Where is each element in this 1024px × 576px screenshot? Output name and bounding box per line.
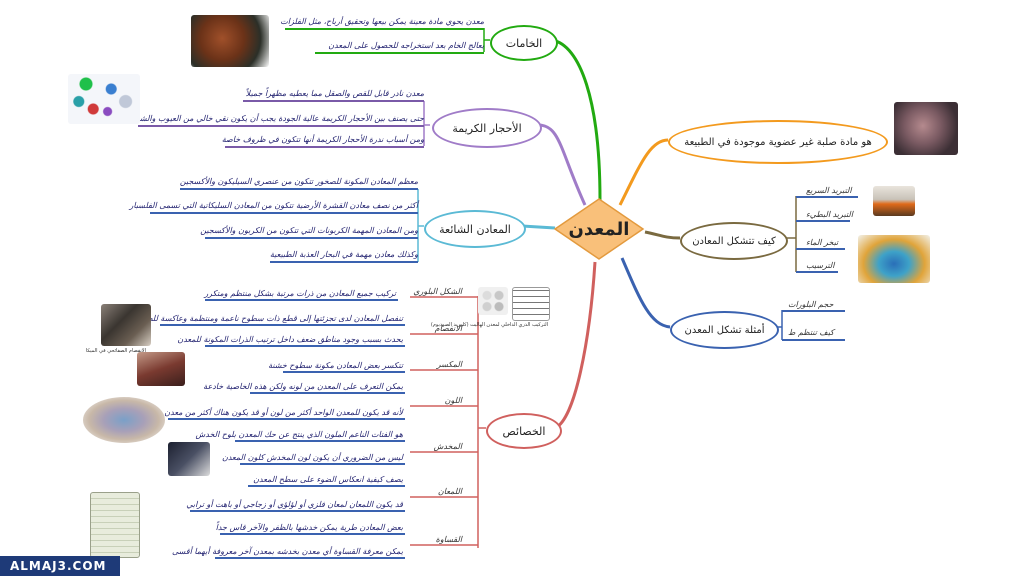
volcano-image <box>873 186 915 216</box>
center-diamond-shape <box>553 198 645 260</box>
branch-node-common[interactable]: المعادن الشائعة <box>424 210 526 248</box>
common-leaf-2: أكثر من نصف معادن القشرة الأرضية تتكون م… <box>129 201 418 210</box>
props-sub-fracture: المكسر <box>436 360 462 369</box>
branch-node-raw[interactable]: الخامات <box>490 25 558 61</box>
branch-label-definition: هو مادة صلبة غير عضوية موجودة في الطبيعة <box>684 136 872 148</box>
branch-definition-connector <box>618 138 669 206</box>
center-node[interactable]: المعدن <box>553 197 645 261</box>
branch-node-formation[interactable]: كيف تتشكل المعادن <box>680 222 788 260</box>
props-leaf-fracture-1: تتكسر بعض المعادن مكونة سطوح خشنة <box>268 361 403 370</box>
common-bracket <box>417 189 424 262</box>
formation-leaf-4: الترسيب <box>806 261 835 270</box>
formation-leaf-1: التبريد السريع <box>806 186 852 195</box>
branch-node-definition[interactable]: هو مادة صلبة غير عضوية موجودة في الطبيعة <box>668 120 888 164</box>
fracture-rock-image <box>137 352 185 386</box>
props-leaf-hardness-2: يمكن معرفة القساوة أي معدن بخدشه بمعدن آ… <box>171 547 403 556</box>
center-label: المعدن <box>568 218 630 240</box>
raw-bracket <box>483 28 490 52</box>
props-leaf-luster-1: يصف كيفية انعكاس الضوء على سطح المعدن <box>253 475 403 484</box>
gems-bracket <box>423 101 430 146</box>
mica-image <box>101 304 151 346</box>
copper-ore-image <box>191 15 269 67</box>
hot-spring-image <box>858 235 930 283</box>
mineral-rock-image <box>894 102 958 155</box>
raw-leaf-2: يعالج الخام بعد استخراجه للحصول على المع… <box>328 41 484 50</box>
examples-leaf-2: كيف تنتظم ط <box>788 328 834 337</box>
site-watermark[interactable]: ALMAJ3.COM <box>0 556 121 576</box>
formation-leaf-2: التبريد البطيء <box>806 210 853 219</box>
raw-leaf-1: معدن يحوي مادة معينة يمكن بيعها وتحقيق أ… <box>280 17 484 26</box>
crystal-caption: التركيب الذري الداخلي لمعدن الهاليت (كلو… <box>430 322 548 328</box>
props-leaf-luster-2: قد يكون اللمعان لمعان فلزي أو لؤلؤي أو ز… <box>186 500 403 509</box>
branch-formation-connector <box>644 230 681 240</box>
props-leaf-color-2: لأنه قد يكون للمعدن الواحد أكثر من لون أ… <box>122 408 403 417</box>
props-sub-cleavage: الانفصام <box>434 324 462 333</box>
branch-node-gems[interactable]: الأحجار الكريمة <box>432 108 542 148</box>
halite-lattice-image <box>512 287 550 321</box>
props-leaf-streak-2: ليس من الضروري أن يكون لون المخدش كلون ا… <box>221 453 403 462</box>
props-sub-hardness: القساوة <box>435 535 462 544</box>
branch-raw-connector <box>551 38 602 201</box>
props-bracket <box>477 296 486 548</box>
colored-minerals-image <box>83 397 165 443</box>
halite-crystal-image <box>478 287 508 315</box>
branch-label-props: الخصائص <box>502 424 546 438</box>
props-sub-crystal: الشكل البلوري <box>413 287 462 296</box>
props-leaf-streak-1: هو الفتات الناعم الملون الذي ينتج عن حك … <box>195 430 404 439</box>
branch-examples-connector <box>620 257 671 329</box>
gems-leaf-3: ومن أسباب ندرة الأحجار الكريمة أنها تتكو… <box>221 135 424 144</box>
gems-leaf-2: حتى يصنف بين الأحجار الكريمة عالية الجود… <box>125 114 424 123</box>
formation-bracket <box>784 196 797 272</box>
props-sub-luster: اللمعان <box>437 487 462 496</box>
branch-node-examples[interactable]: أمثلة تشكل المعدن <box>670 311 779 349</box>
branch-label-raw: الخامات <box>505 36 543 50</box>
props-leaf-crystal-1: تركيب جميع المعادن من ذرات مرتبة بشكل من… <box>204 289 396 298</box>
formation-leaf-3: تبخر الماء <box>806 238 839 247</box>
common-leaf-3: ومن المعادن المهمة الكربونات التي تتكون … <box>200 226 418 235</box>
props-sub-streak: المخدش <box>433 442 462 451</box>
props-leaf-color-1: يمكن التعرف على المعدن من لونه ولكن هذه … <box>203 382 403 391</box>
branch-props-connector <box>554 261 597 430</box>
gemstones-image <box>68 74 140 124</box>
branch-node-props[interactable]: الخصائص <box>486 413 562 449</box>
common-leaf-4: وكذلك معادن مهمة في البحار العذبة الطبيع… <box>269 250 418 259</box>
branch-label-gems: الأحجار الكريمة <box>452 121 522 135</box>
props-leaf-hardness-1: بعض المعادن طرية يمكن خدشها بالظفر والآخ… <box>215 523 403 532</box>
common-leaf-1: معظم المعادن المكونة للصخور تتكون من عنص… <box>179 177 418 186</box>
hardness-chart-image <box>90 492 140 558</box>
branch-common-connector <box>521 224 556 230</box>
examples-leaf-1: حجم البلورات <box>788 300 834 309</box>
props-sub-color: اللون <box>444 396 462 405</box>
branch-label-formation: كيف تتشكل المعادن <box>692 235 776 247</box>
branch-label-examples: أمثلة تشكل المعدن <box>684 324 765 336</box>
branch-label-common: المعادن الشائعة <box>439 222 511 236</box>
mica-caption: الانفصام الصفائحي في الميكا <box>85 348 146 354</box>
gems-leaf-1: معدن نادر قابل للقص والصقل مما يعطيه مظه… <box>245 89 424 98</box>
branch-gems-connector <box>537 123 587 206</box>
streak-plate-image <box>168 442 210 476</box>
props-leaf-cleavage-1: تنفصل المعادن لدى تجزئتها إلى قطع ذات سط… <box>137 314 403 323</box>
props-leaf-cleavage-2: يحدث بسبب وجود مناطق ضعف داخل ترتيب الذر… <box>177 335 403 344</box>
